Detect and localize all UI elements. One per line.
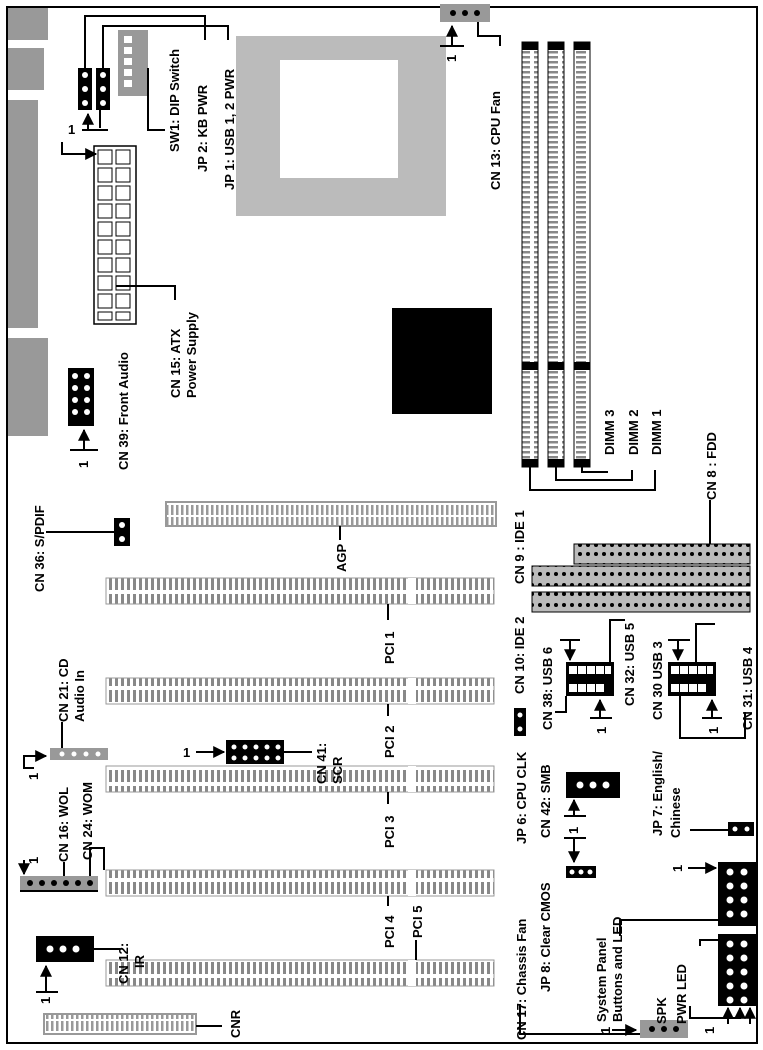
label-cn38: CN 38: USB 6: [540, 647, 555, 730]
jp6-cpu-clk-jumper: [514, 708, 526, 736]
label-sw1: SW1: DIP Switch: [167, 49, 182, 152]
cn36-spdif-connector: [114, 518, 130, 546]
cn41-scr-header: [226, 740, 284, 764]
cn8-fdd-connector: [573, 543, 751, 565]
cnr-slot: [43, 1013, 197, 1035]
label-cn32: CN 32: USB 5: [622, 623, 637, 706]
cpu-socket: [236, 36, 446, 216]
cn9-ide1-connector: [531, 565, 751, 587]
spk-pwr-led-header: [718, 934, 758, 1006]
label-cn13: CN 13: CPU Fan: [488, 91, 503, 190]
label-cn21-line2: Audio In: [72, 670, 87, 722]
rear-io-panel: [8, 8, 48, 436]
cn12-ir-connector: [36, 936, 94, 962]
label-cn10: CN 10: IDE 2: [512, 617, 527, 694]
agp-slot: [165, 501, 497, 527]
dimm-slots: [521, 41, 591, 468]
pin1-cn17: 1: [598, 1027, 613, 1034]
jp1-jumper: [96, 68, 110, 110]
label-cn15-line1: CN 15: ATX: [168, 328, 183, 398]
pin1-cn13: 1: [444, 55, 459, 62]
label-dimm1: DIMM 1: [649, 410, 664, 456]
label-pci3: PCI 3: [382, 815, 397, 848]
pin1-jp: 1: [68, 122, 75, 137]
cn30-cn31-usb-header: [668, 662, 716, 696]
pin1-system-panel: 1: [670, 865, 685, 872]
label-pci1: PCI 1: [382, 631, 397, 664]
chipset: [392, 308, 492, 414]
cn42-smb-header: [566, 772, 620, 798]
label-cn8: CN 8 : FDD: [704, 432, 719, 500]
label-cn30: CN 30 USB 3: [650, 641, 665, 720]
cn13-cpu-fan-connector: [440, 4, 490, 22]
label-pci5: PCI 5: [410, 905, 425, 938]
label-cn16: CN 16: WOL: [56, 787, 71, 862]
label-cn12-line2: IR: [132, 954, 147, 968]
label-cn41-line1: CN 41:: [314, 743, 329, 784]
label-system-panel-line1: System Panel: [594, 937, 609, 1022]
label-cn12-line1: CN 12:: [116, 943, 131, 984]
cn17-chassis-fan-connector: [640, 1020, 688, 1038]
label-cn39: CN 39: Front Audio: [116, 352, 131, 470]
cn10-ide2-connector: [531, 591, 751, 613]
pin1-cn21: 1: [26, 773, 41, 780]
dip-switch: [118, 30, 148, 96]
label-pwr-led: PWR LED: [674, 964, 689, 1024]
pin1-cn39: 1: [76, 461, 91, 468]
label-cn9: CN 9 : IDE 1: [512, 510, 527, 584]
label-cn24: CN 24: WOM: [80, 782, 95, 860]
label-cn36: CN 36: S/PDIF: [32, 505, 47, 592]
label-jp1: JP 1: USB 1, 2 PWR: [222, 68, 237, 190]
jp7-language-jumper: [728, 822, 754, 836]
label-system-panel-line2: Buttons and LED: [610, 917, 625, 1022]
label-spk: SPK: [654, 997, 669, 1024]
pin1-cn12: 1: [38, 997, 53, 1004]
system-panel-header: [718, 862, 758, 926]
label-pci4: PCI 4: [382, 915, 397, 948]
pin1-cn31: 1: [706, 727, 721, 734]
pin1-cn41: 1: [183, 745, 190, 760]
cn16-cn24-wol-wom-connectors: [20, 876, 98, 892]
label-cn42: CN 42: SMB: [538, 764, 553, 838]
label-cnr: CNR: [228, 1009, 243, 1038]
pin1-cn16: 1: [26, 857, 41, 864]
atx-power-connector: [93, 145, 137, 325]
jp2-jumper: [78, 68, 92, 110]
pin1-cn32: 1: [594, 727, 609, 734]
label-jp6: JP 6: CPU CLK: [514, 751, 529, 844]
label-cn21-line1: CN 21: CD: [56, 658, 71, 722]
jp8-clear-cmos-jumper: [566, 866, 596, 878]
label-jp2: JP 2: KB PWR: [195, 84, 210, 172]
label-jp7-line1: JP 7: English/: [650, 751, 665, 836]
label-jp8: JP 8: Clear CMOS: [538, 882, 553, 992]
label-cn17: CN 17: Chassis Fan: [514, 919, 529, 1040]
label-dimm2: DIMM 2: [626, 410, 641, 456]
pin1-cn42: 1: [566, 827, 581, 834]
label-agp: AGP: [334, 544, 349, 573]
label-jp7-line2: Chinese: [668, 787, 683, 838]
label-cn31: CN 31: USB 4: [740, 646, 755, 730]
cn39-front-audio-header: [68, 368, 94, 426]
label-dimm3: DIMM 3: [602, 410, 617, 456]
pin1-spk: 1: [702, 1027, 717, 1034]
pci-slots: [105, 577, 495, 987]
label-cn15-line2: Power Supply: [184, 311, 199, 398]
label-cn41-line2: SCR: [330, 756, 345, 784]
cn21-cd-audio-connector: [50, 748, 108, 760]
cn38-cn32-usb-header: [566, 662, 614, 696]
label-pci2: PCI 2: [382, 725, 397, 758]
